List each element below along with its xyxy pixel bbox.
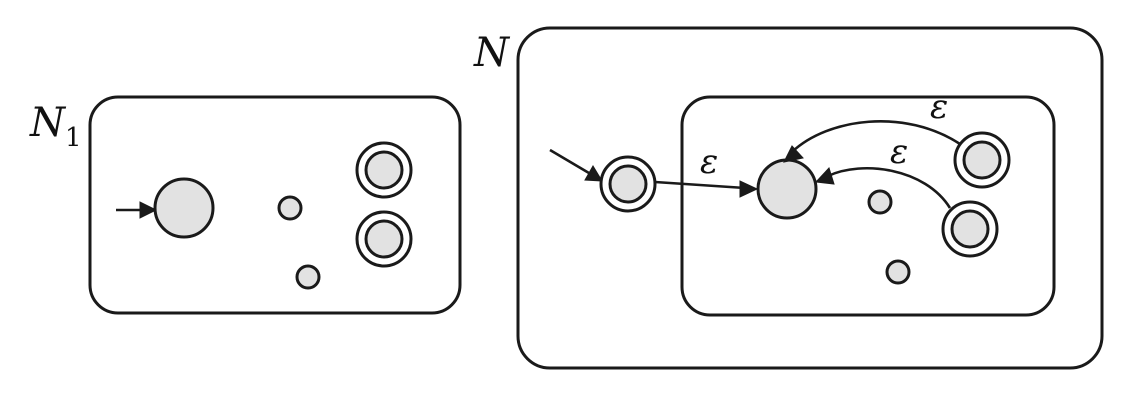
machine-n1-copy-box [680,95,1056,317]
edge-new-start-to-old-start-head [739,180,759,198]
machine-n1: N1 [29,95,462,315]
n1-accept-state-bottom [355,210,413,268]
n-accept-state-bottom [941,200,999,258]
n1-start-arrow-head [139,201,158,219]
machine-n1-name: N [29,100,67,146]
machine-n1-subscript: 1 [65,123,82,153]
n-state-small-2 [885,259,911,285]
machine-n: N ε ε ε [473,26,1104,370]
n-new-start-state [599,155,657,213]
machine-n1-box [88,95,462,315]
machine-n1-label: N1 [29,100,82,153]
n-start-arrow-head [584,165,603,182]
edge-accept-bottom-to-old-start-head [814,167,835,185]
machine-n-label: N [473,30,511,76]
n-accept-state-top [953,131,1011,189]
n1-accept-state-top [355,141,413,199]
machine-n-outer-box [516,26,1104,370]
n1-state-small-1 [277,195,303,221]
edge-new-start-to-old-start [654,180,746,190]
n1-state-small-2 [295,264,321,290]
n1-start-state [153,177,215,239]
edge-new-start-to-old-start-label: ε [700,142,718,182]
edge-accept-bottom-label: ε [890,132,908,172]
n-state-small-1 [867,189,893,215]
edge-accept-top-to-old-start [791,120,961,153]
n-start-arrow [549,148,595,178]
edge-accept-top-label: ε [930,87,948,127]
edge-accept-top-to-old-start-head [783,145,804,163]
n-old-start-state [756,158,818,220]
edge-accept-bottom-to-old-start [827,166,952,209]
